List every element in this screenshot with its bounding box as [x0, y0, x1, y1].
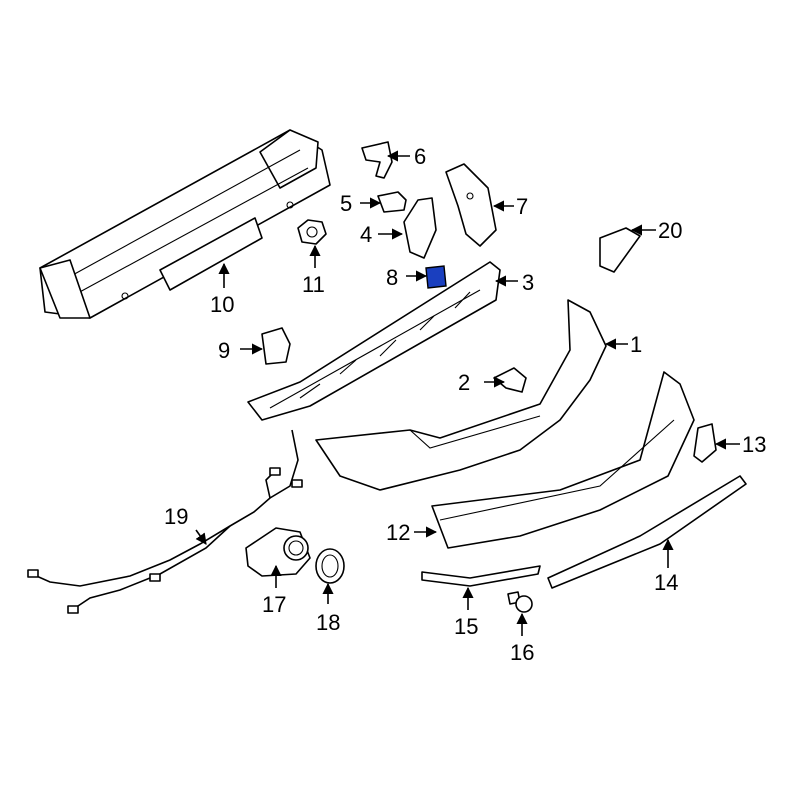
callout-13: 13	[742, 432, 766, 457]
callout-8: 8	[386, 265, 398, 290]
callout-6: 6	[414, 144, 426, 169]
callout-15: 15	[454, 614, 478, 639]
callout-9: 9	[218, 338, 230, 363]
callout-1: 1	[630, 332, 642, 357]
callout-labels: 1 2 3 4 5 6 7 8 9 10 11 12 13 14 15 16 1…	[164, 144, 766, 665]
callout-4: 4	[360, 222, 372, 247]
part-7-side-bracket[interactable]	[445, 163, 497, 247]
part-10-reinforcement-bar[interactable]	[39, 129, 331, 319]
part-14-trim-strip[interactable]	[547, 475, 747, 589]
part-6-bracket[interactable]	[361, 141, 393, 179]
part-13-bracket[interactable]	[693, 423, 717, 463]
part-12-lower-valance[interactable]	[431, 371, 695, 549]
part-20-module[interactable]	[599, 227, 641, 273]
part-15-trim-molding[interactable]	[421, 565, 541, 587]
callout-19: 19	[164, 504, 188, 529]
part-5-clip[interactable]	[377, 191, 407, 213]
part-1-bumper-cover[interactable]	[315, 299, 607, 491]
part-8-pad[interactable]	[425, 265, 447, 289]
callout-11: 11	[302, 272, 325, 297]
part-18-sensor-ring[interactable]	[315, 548, 345, 584]
part-2-bracket[interactable]	[493, 367, 527, 393]
leader-lines	[195, 150, 740, 636]
callout-14: 14	[654, 570, 678, 595]
callout-20: 20	[658, 218, 682, 243]
callout-5: 5	[340, 191, 352, 216]
callout-16: 16	[510, 640, 534, 665]
part-9-sensor-holder[interactable]	[261, 327, 291, 365]
callout-12: 12	[386, 520, 410, 545]
callout-10: 10	[210, 292, 234, 317]
callout-17: 17	[262, 592, 286, 617]
callout-2: 2	[458, 370, 470, 395]
callout-7: 7	[516, 194, 528, 219]
part-19-wiring-harness[interactable]	[27, 429, 303, 614]
part-11-nut[interactable]	[297, 219, 327, 245]
callout-18: 18	[316, 610, 340, 635]
part-4-bracket[interactable]	[403, 197, 437, 259]
part-16-bolt[interactable]	[507, 591, 533, 613]
part-17-parking-sensor[interactable]	[245, 527, 311, 577]
callout-3: 3	[522, 270, 534, 295]
